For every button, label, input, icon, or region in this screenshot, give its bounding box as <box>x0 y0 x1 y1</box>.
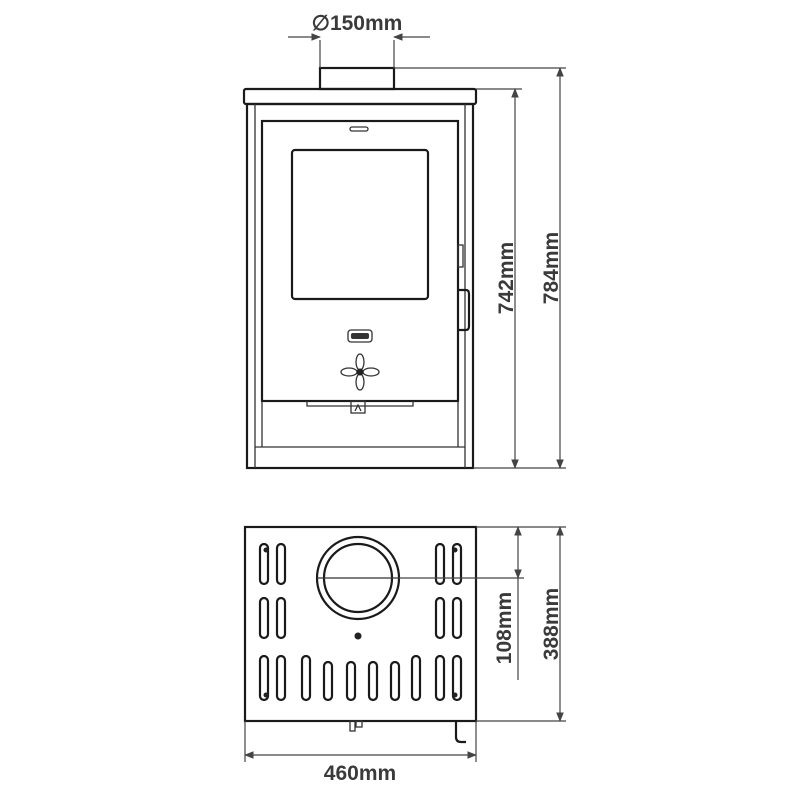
bottom-vents <box>300 654 422 702</box>
top-plate <box>242 87 478 106</box>
glass-window <box>290 148 430 301</box>
offset-108-label: 108mm <box>493 592 516 664</box>
handle-protrusion <box>454 721 466 744</box>
left-vents <box>258 542 287 702</box>
top-view <box>243 525 478 744</box>
depth-388-label: 388mm <box>540 588 563 660</box>
logo-plate <box>347 329 373 343</box>
ash-pan-lip <box>306 401 414 407</box>
flue-collar <box>318 66 396 91</box>
height-742-dimension: 742mm <box>473 88 522 469</box>
top-plate-outline <box>243 525 478 723</box>
width-460-dimension: 460mm <box>244 721 477 785</box>
screw-dots <box>263 547 458 698</box>
door-hinge <box>457 244 464 268</box>
center-mark <box>354 632 362 640</box>
door-handle <box>458 288 471 332</box>
offset-108-dimension: 108mm <box>399 526 524 680</box>
depth-388-dimension: 388mm <box>476 526 566 722</box>
air-control-knob <box>340 353 380 391</box>
right-vents <box>434 542 463 702</box>
air-knob-protrusion <box>349 720 363 732</box>
flue-diameter-dimension: ∅150mm <box>288 12 430 68</box>
front-view <box>242 66 478 470</box>
width-460-label: 460mm <box>324 762 396 785</box>
ash-pan-handle <box>350 400 366 414</box>
flue-diameter-label: ∅150mm <box>312 12 403 35</box>
height-784-dimension: 784mm <box>394 67 566 469</box>
height-742-label: 742mm <box>495 242 518 314</box>
door-top-latch <box>349 126 369 132</box>
height-784-label: 784mm <box>540 232 563 304</box>
stove-body <box>245 102 475 470</box>
